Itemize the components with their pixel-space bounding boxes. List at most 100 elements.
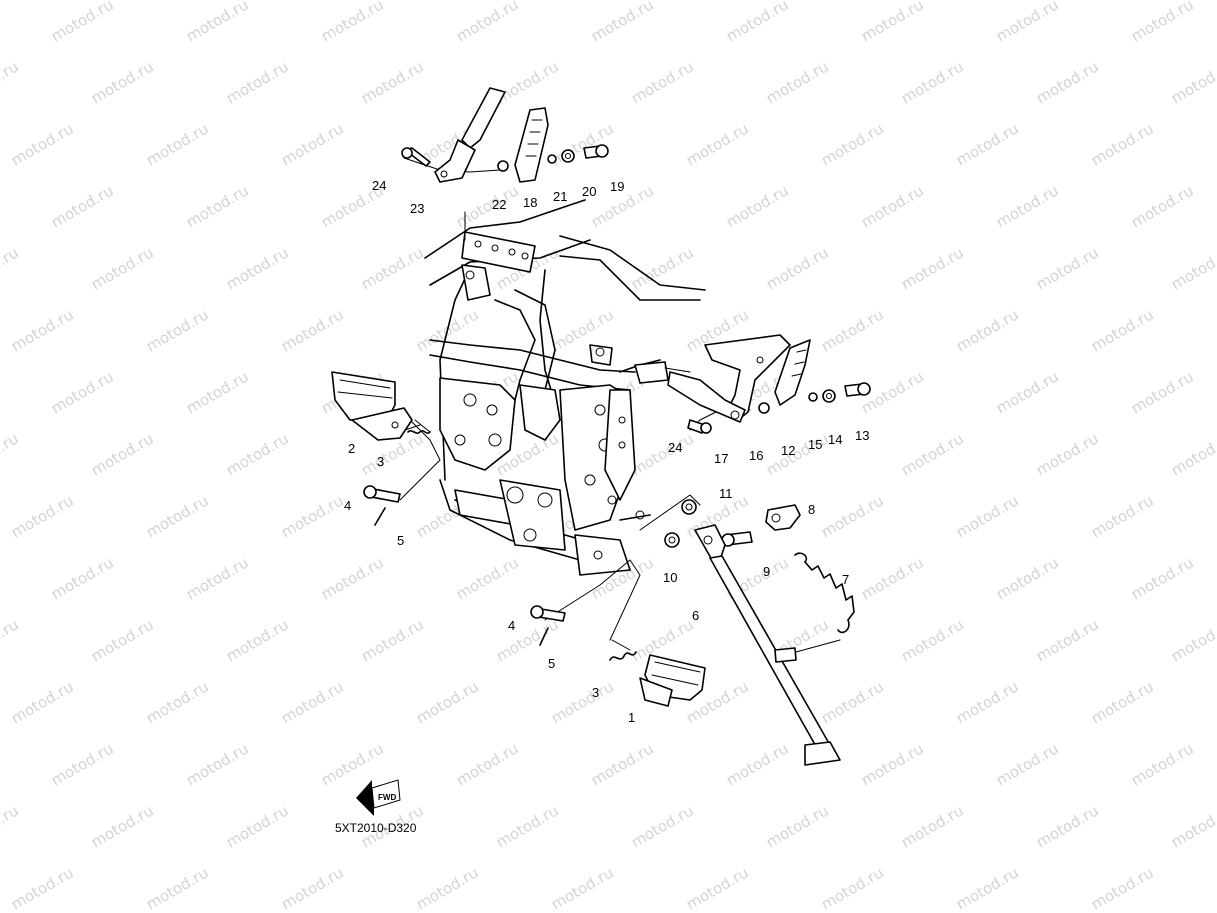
- drawing-code: 5XT2010-D320: [335, 821, 417, 835]
- watermark-text: motod.ru: [953, 677, 1022, 727]
- callout-number: 9: [763, 564, 770, 579]
- callout-number: 24: [372, 178, 386, 193]
- watermark-text: motod.ru: [628, 429, 697, 479]
- watermark-text: motod.ru: [953, 491, 1022, 541]
- watermark-text: motod.ru: [358, 615, 427, 665]
- watermark-text: motod.ru: [898, 429, 967, 479]
- watermark-text: motod.ru: [858, 739, 927, 789]
- watermark-text: motod.ru: [318, 739, 387, 789]
- bolt-24-lower: [687, 419, 712, 434]
- watermark-text: motod.ru: [48, 367, 117, 417]
- watermark-text: motod.ru: [993, 553, 1062, 603]
- callout-number: 15: [808, 437, 822, 452]
- watermark-text: motod.ru: [1168, 429, 1217, 479]
- bolt-19: [583, 144, 609, 159]
- pin-4-lower: [530, 605, 566, 622]
- brake-pedal-tip-12: [774, 339, 811, 406]
- watermark-text: motod.ru: [183, 739, 252, 789]
- watermark-text: motod.ru: [1088, 863, 1157, 913]
- watermark-text: motod.ru: [1128, 553, 1197, 603]
- watermark-text: motod.ru: [318, 553, 387, 603]
- spring-3-left: [404, 419, 431, 434]
- watermark-text: motod.ru: [818, 119, 887, 169]
- callout-number: 19: [610, 179, 624, 194]
- watermark-text: motod.ru: [683, 863, 752, 913]
- watermark-text: motod.ru: [818, 305, 887, 355]
- callout-number: 18: [523, 195, 537, 210]
- diagram-artwork: FWD 5XT2010-D320: [331, 87, 871, 835]
- callout-number: 11: [719, 486, 733, 501]
- cotter-pin-5-left: [374, 507, 386, 526]
- watermark-text: motod.ru: [493, 57, 562, 107]
- watermark-text: motod.ru: [858, 553, 927, 603]
- watermark-text: motod.ru: [858, 0, 927, 45]
- watermark-text: motod.ru: [588, 739, 657, 789]
- watermark-text: motod.ru: [453, 0, 522, 45]
- callout-number: 20: [582, 184, 596, 199]
- fwd-label: FWD: [378, 793, 396, 802]
- watermark-text: motod.ru: [1168, 57, 1217, 107]
- watermark-text: motod.ru: [898, 801, 967, 851]
- footpeg-1: [639, 654, 706, 707]
- callout-number: 5: [548, 656, 555, 671]
- callout-number: 12: [781, 443, 795, 458]
- watermark-text: motod.ru: [0, 801, 22, 851]
- watermark-text: motod.ru: [818, 863, 887, 913]
- watermark-text: motod.ru: [8, 491, 77, 541]
- watermark-text: motod.ru: [278, 491, 347, 541]
- watermark-text: motod.ru: [358, 243, 427, 293]
- watermark-text: motod.ru: [223, 801, 292, 851]
- bolt-24-top: [401, 147, 431, 167]
- watermark-text: motod.ru: [88, 429, 157, 479]
- watermark-text: motod.ru: [1088, 305, 1157, 355]
- watermark-text: motod.ru: [548, 119, 617, 169]
- callout-number: 24: [668, 440, 682, 455]
- washer-16: [758, 402, 770, 414]
- watermark-text: motod.ru: [1088, 491, 1157, 541]
- watermark-text: motod.ru: [453, 553, 522, 603]
- watermark-text: motod.ru: [628, 57, 697, 107]
- watermark-text: motod.ru: [683, 119, 752, 169]
- watermark-text: motod.ru: [223, 615, 292, 665]
- callout-number: 1: [628, 710, 635, 725]
- watermark-text: motod.ru: [183, 0, 252, 45]
- watermark-text: motod.ru: [1128, 739, 1197, 789]
- pin-4-left: [363, 485, 401, 503]
- watermark-text: motod.ru: [0, 243, 22, 293]
- watermark-text: motod.ru: [1088, 677, 1157, 727]
- callout-number: 23: [410, 201, 424, 216]
- callout-number: 5: [397, 533, 404, 548]
- watermark-text: motod.ru: [898, 615, 967, 665]
- fwd-arrow-icon: FWD: [356, 779, 401, 816]
- callout-number: 7: [842, 572, 849, 587]
- callout-number: 17: [714, 451, 728, 466]
- watermark-text: motod.ru: [818, 677, 887, 727]
- watermark-text: motod.ru: [48, 0, 117, 45]
- clip-21: [547, 154, 557, 164]
- watermark-text: motod.ru: [48, 739, 117, 789]
- watermark-text: motod.ru: [0, 615, 22, 665]
- watermark-text: motod.ru: [143, 491, 212, 541]
- watermark-text: motod.ru: [1168, 243, 1217, 293]
- watermark-text: motod.ru: [993, 739, 1062, 789]
- rear-footrest-bracket-23: [434, 87, 506, 183]
- clip-15: [808, 392, 818, 402]
- watermark-text: motod.ru: [1033, 57, 1102, 107]
- watermark-text: motod.ru: [858, 181, 927, 231]
- watermark-text: motod.ru: [278, 677, 347, 727]
- watermark-text: motod.ru: [143, 677, 212, 727]
- callout-number: 3: [592, 685, 599, 700]
- callout-number: 3: [377, 454, 384, 469]
- watermark-text: motod.ru: [818, 491, 887, 541]
- watermark-text: motod.ru: [993, 181, 1062, 231]
- watermark-text: motod.ru: [723, 0, 792, 45]
- watermark-text: motod.ru: [1033, 801, 1102, 851]
- watermark-text: motod.ru: [88, 801, 157, 851]
- watermark-text: motod.ru: [1033, 615, 1102, 665]
- callout-numbers: 1 2 3 3 4 4 5 5 6 7 8 9 10 11 12 13 14 1…: [344, 178, 869, 725]
- watermark-text: motod.ru: [763, 243, 832, 293]
- watermark-text: motod.ru: [723, 739, 792, 789]
- watermark-text: motod.ru: [548, 863, 617, 913]
- watermark-text: motod.ru: [1088, 119, 1157, 169]
- watermark-text: motod.ru: [628, 801, 697, 851]
